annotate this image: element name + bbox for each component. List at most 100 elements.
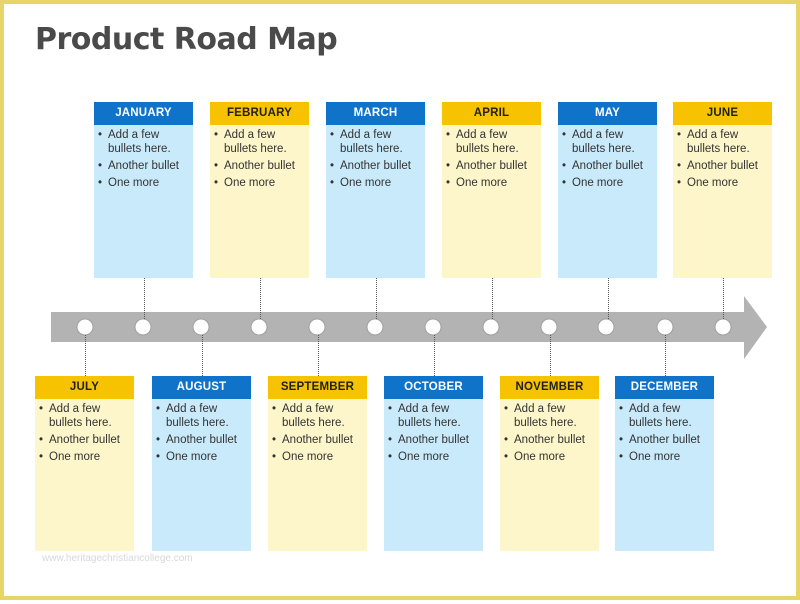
bullet-list: Add a few bullets here. Another bulletOne…: [214, 128, 303, 190]
bullet-item: One more: [330, 176, 419, 190]
month-card-february: FEBRUARY Add a few bullets here. Another b…: [210, 102, 309, 278]
timeline-marker-december: [714, 318, 732, 336]
bullet-item: Add a few bullets here.: [504, 402, 593, 430]
page-title: Product Road Map: [35, 22, 338, 57]
month-card-august: AUGUST Add a few bullets here. Another bul…: [152, 376, 251, 551]
connector-october: [433, 335, 435, 376]
timeline-marker-january: [76, 318, 94, 336]
bullet-item: One more: [504, 450, 593, 464]
bullet-list: Add a few bullets here. Another bulletOne…: [677, 128, 766, 190]
bullet-item: One more: [39, 450, 128, 464]
month-body: Add a few bullets here.Another bulletOne…: [94, 125, 193, 190]
month-header: FEBRUARY: [210, 102, 309, 125]
month-header: AUGUST: [152, 376, 251, 399]
timeline-marker-april: [250, 318, 268, 336]
connector-july: [84, 335, 86, 376]
watermark: www.heritagechristiancollege.com: [42, 553, 193, 564]
timeline-marker-may: [308, 318, 326, 336]
month-card-september: SEPTEMBER Add a few bullets here. Another …: [268, 376, 367, 551]
connector-september: [317, 335, 319, 376]
bullet-list: Add a few bullets here. Another bulletOne…: [504, 402, 593, 464]
connector-december: [664, 335, 666, 376]
month-header: APRIL: [442, 102, 541, 125]
month-body: Add a few bullets here. Another bulletOne…: [615, 399, 714, 464]
month-header: SEPTEMBER: [268, 376, 367, 399]
bullet-item: Add a few bullets here.: [272, 402, 361, 430]
bullet-item: Another bullet: [214, 159, 303, 173]
month-body: Add a few bullets here. Another bulletOne…: [35, 399, 134, 464]
month-header: DECEMBER: [615, 376, 714, 399]
bullet-item: Another bullet: [388, 433, 477, 447]
bullet-item: Another bullet: [39, 433, 128, 447]
month-body: Add a few bullets here. Another bulletOne…: [326, 125, 425, 190]
timeline-arrow: [51, 296, 767, 359]
bullet-item: Another bullet: [619, 433, 708, 447]
bullet-list: Add a few bullets here.Another bulletOne…: [98, 128, 187, 190]
bullet-item: Add a few bullets here.: [98, 128, 187, 156]
connector-january: [143, 278, 145, 319]
bullet-list: Add a few bullets here. Another bulletOne…: [39, 402, 128, 464]
month-card-january: JANUARY Add a few bullets here.Another bu…: [94, 102, 193, 278]
bullet-list: Add a few bullets here.Another bulletOne…: [446, 128, 535, 190]
connector-march: [375, 278, 377, 319]
bullet-item: Another bullet: [330, 159, 419, 173]
connector-may: [607, 278, 609, 319]
month-body: Add a few bullets here.Another bulletOne…: [268, 399, 367, 464]
connector-november: [549, 335, 551, 376]
bullet-item: One more: [446, 176, 535, 190]
timeline-marker-june: [366, 318, 384, 336]
bullet-item: Add a few bullets here.: [388, 402, 477, 430]
connector-august: [201, 335, 203, 376]
month-body: Add a few bullets here. Another bulletOne…: [500, 399, 599, 464]
bullet-item: Add a few bullets here.: [156, 402, 245, 430]
month-body: Add a few bullets here. Another bulletOne…: [673, 125, 772, 190]
bullet-item: Another bullet: [156, 433, 245, 447]
bullet-item: Another bullet: [272, 433, 361, 447]
bullet-item: Add a few bullets here.: [214, 128, 303, 156]
bullet-item: One more: [619, 450, 708, 464]
month-header: OCTOBER: [384, 376, 483, 399]
month-header: MAY: [558, 102, 657, 125]
bullet-item: One more: [156, 450, 245, 464]
bullet-item: Another bullet: [504, 433, 593, 447]
bullet-item: Add a few bullets here.: [562, 128, 651, 156]
bullet-item: One more: [562, 176, 651, 190]
month-header: JANUARY: [94, 102, 193, 125]
month-card-april: APRIL Add a few bullets here.Another bull…: [442, 102, 541, 278]
bullet-item: Another bullet: [446, 159, 535, 173]
connector-april: [491, 278, 493, 319]
month-body: Add a few bullets here. Another bulletOne…: [152, 399, 251, 464]
bullet-list: Add a few bullets here. Another bulletOne…: [156, 402, 245, 464]
timeline-marker-february: [134, 318, 152, 336]
month-card-march: MARCHAdd a few bullets here.Another bull…: [326, 102, 425, 278]
month-card-may: MAY Add a few bullets here. Another bullet…: [558, 102, 657, 278]
month-card-december: DECEMBER Add a few bullets here. Another b…: [615, 376, 714, 551]
timeline-marker-march: [192, 318, 210, 336]
bullet-item: Another bullet: [562, 159, 651, 173]
bullet-item: Add a few bullets here.: [677, 128, 766, 156]
bullet-item: One more: [214, 176, 303, 190]
month-card-november: NOVEMBERAdd a few bullets here.Another b…: [500, 376, 599, 551]
timeline-markers: [76, 318, 732, 336]
bullet-item: Add a few bullets here.: [330, 128, 419, 156]
month-body: Add a few bullets here. Another bulletOne…: [210, 125, 309, 190]
bullet-list: Add a few bullets here. Another bulletOne…: [562, 128, 651, 190]
month-card-june: JUNE Add a few bullets here. Another bulle…: [673, 102, 772, 278]
month-card-july: JULYAdd a few bullets here.Another bulle…: [35, 376, 134, 551]
bullet-list: Add a few bullets here. Another bulletOne…: [388, 402, 477, 464]
bullet-item: One more: [98, 176, 187, 190]
timeline-arrow-shape: [51, 296, 767, 359]
bullet-list: Add a few bullets here. Another bulletOne…: [330, 128, 419, 190]
timeline-marker-november: [656, 318, 674, 336]
bullet-list: Add a few bullets here. Another bulletOne…: [619, 402, 708, 464]
connector-february: [259, 278, 261, 319]
bullet-item: One more: [388, 450, 477, 464]
bullet-item: Add a few bullets here.: [619, 402, 708, 430]
month-header: JUNE: [673, 102, 772, 125]
month-body: Add a few bullets here. Another bulletOne…: [558, 125, 657, 190]
bullet-item: One more: [677, 176, 766, 190]
bullet-item: Add a few bullets here.: [39, 402, 128, 430]
timeline-marker-october: [597, 318, 615, 336]
bullet-item: Another bullet: [677, 159, 766, 173]
